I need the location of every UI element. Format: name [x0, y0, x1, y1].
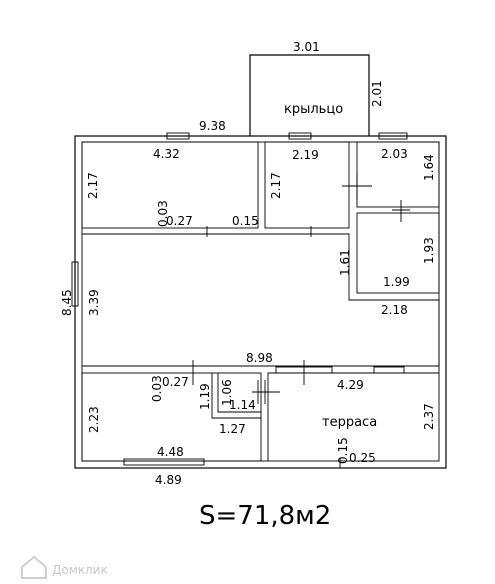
dim-label: 4.32: [153, 147, 180, 161]
dim-label: 4.29: [337, 378, 364, 392]
dim-label: 2.23: [87, 406, 101, 433]
room-label-terrace: терраса: [322, 415, 377, 430]
dim-label: 2.18: [381, 303, 408, 317]
dim-label: 1.93: [422, 237, 436, 264]
dim-label: 0.15: [336, 437, 350, 464]
dim-label: 1.06: [220, 379, 234, 406]
dim-label: 0.27: [162, 375, 189, 389]
dim-label: 8.45: [60, 289, 74, 316]
dim-label: 8.98: [246, 351, 273, 365]
dim-label: 2.17: [86, 172, 100, 199]
total-area-label: S=71,8м2: [199, 501, 331, 531]
windows: [71, 132, 408, 466]
dim-label: 0.03: [150, 375, 164, 402]
doors: [192, 172, 410, 468]
dim-label: 0.03: [156, 200, 170, 227]
interior-walls: [81, 141, 440, 462]
dim-label: 9.38: [199, 119, 226, 133]
dim-label: 0.27: [166, 214, 193, 228]
house-icon: [21, 555, 47, 579]
dim-label: 0.25: [349, 451, 376, 465]
dimension-labels: 3.01 9.38 4.32 2.19 2.03 0.27 0.15 1.99 …: [153, 40, 410, 487]
dim-label: 0.15: [232, 214, 259, 228]
dim-label: 2.17: [269, 172, 283, 199]
dim-label: 2.01: [370, 80, 384, 107]
dim-label: 1.64: [422, 154, 436, 181]
dim-label: 4.48: [157, 445, 184, 459]
room-label-porch: крыльцо: [284, 102, 343, 117]
dim-label: 2.37: [422, 403, 436, 430]
watermark: Домклик: [21, 555, 108, 579]
dim-label: 3.39: [87, 289, 101, 316]
dim-label: 1.99: [383, 275, 410, 289]
watermark-text: Домклик: [52, 563, 108, 577]
dim-label: 3.01: [293, 40, 320, 54]
dim-label: 2.03: [381, 147, 408, 161]
dim-label: 2.19: [292, 148, 319, 162]
porch: [249, 54, 370, 136]
dim-label: 1.19: [198, 383, 212, 410]
dim-label: 4.89: [155, 473, 182, 487]
dim-label: 1.61: [338, 249, 352, 276]
dimension-labels-vertical: 2.01 2.17 2.17 1.64 0.03 1.61 1.93 8.45 …: [60, 80, 436, 464]
dim-label: 1.14: [229, 398, 256, 412]
dim-label: 1.27: [219, 422, 246, 436]
